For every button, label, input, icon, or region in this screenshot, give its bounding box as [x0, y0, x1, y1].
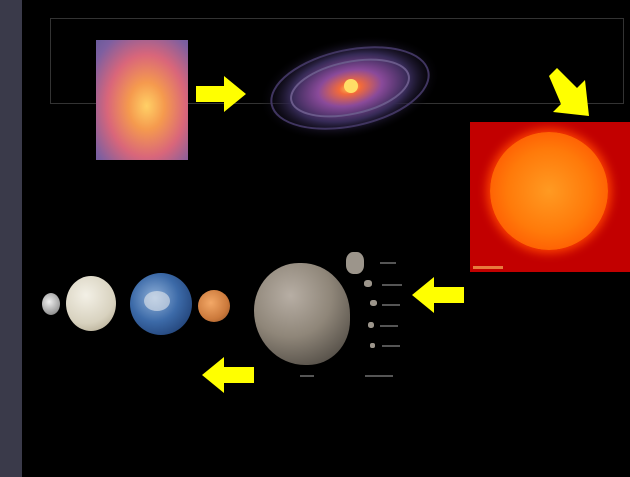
asteroid: [370, 343, 375, 348]
sun: [490, 132, 608, 250]
asteroid: [346, 252, 364, 274]
asteroid: [364, 280, 372, 287]
arrow-right-icon: [196, 76, 246, 112]
planet-mercury-image: [42, 293, 60, 315]
scale-mark: [365, 375, 393, 377]
left-sidebar: [0, 0, 22, 477]
asteroid-vesta-image: [254, 263, 350, 365]
scale-mark: [382, 304, 400, 306]
scale-mark: [382, 284, 402, 286]
scale-mark: [380, 325, 398, 327]
arrow-down-right-icon: [549, 68, 589, 116]
protoplanetary-disk-image: [259, 35, 441, 141]
planet-venus-image: [66, 276, 116, 331]
arrow-left-icon: [412, 277, 464, 313]
scale-mark: [380, 262, 396, 264]
scale-mark: [382, 345, 400, 347]
sun-image: [470, 122, 630, 272]
asteroid: [368, 322, 374, 328]
caption-mark: [473, 266, 503, 269]
planet-earth-image: [130, 273, 192, 335]
arrow-left-icon: [202, 357, 254, 393]
protostellar-cloud-image: [96, 40, 188, 160]
planet-mars-image: [198, 290, 230, 322]
scale-mark: [300, 375, 314, 377]
asteroid: [370, 300, 377, 306]
